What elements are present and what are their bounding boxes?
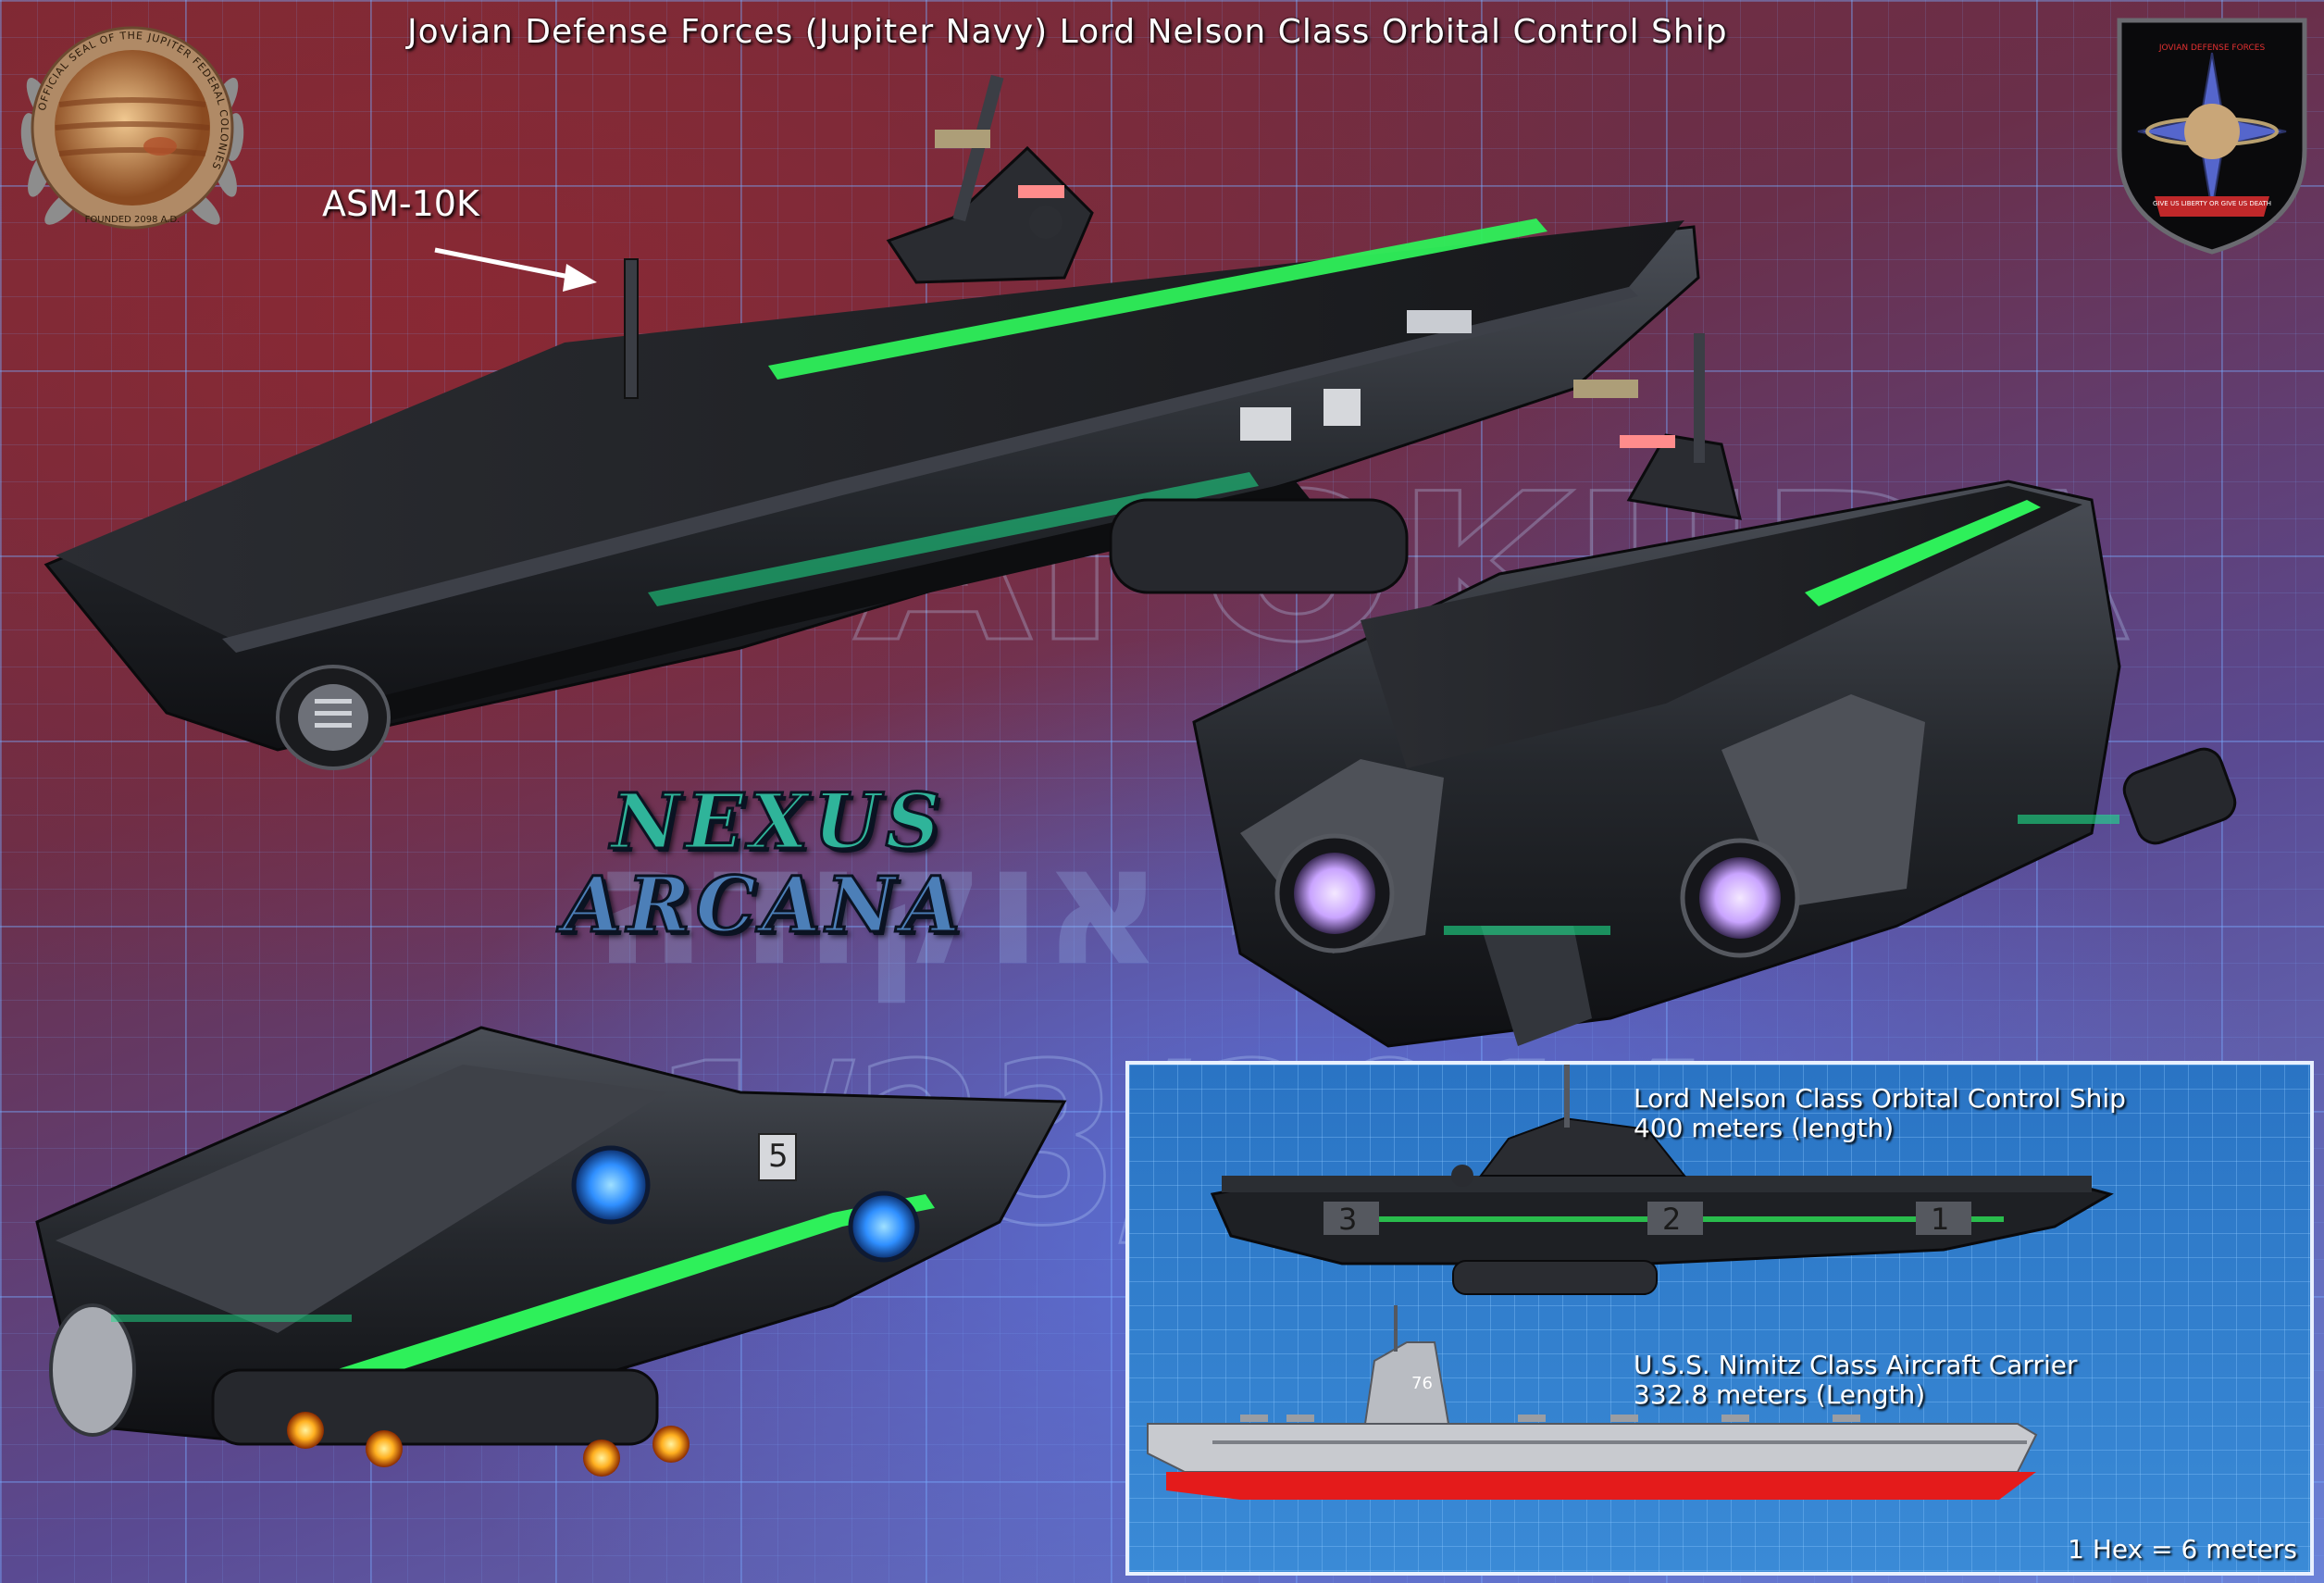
hull-number-2: 2 bbox=[1662, 1202, 1681, 1237]
lord-nelson-profile: 3 2 1 bbox=[1210, 1065, 2114, 1295]
comparison-ship-length: 400 meters (length) bbox=[1634, 1113, 1895, 1143]
logo-line-nexus: NEXUS bbox=[610, 777, 946, 868]
hull-number-1: 1 bbox=[1931, 1202, 1949, 1237]
page-title: Jovian Defense Forces (Jupiter Navy) Lor… bbox=[407, 13, 1728, 51]
hull-number-3: 3 bbox=[1338, 1202, 1357, 1237]
scale-note: 1 Hex = 6 meters bbox=[2068, 1534, 2297, 1564]
comparison-ship-name: Lord Nelson Class Orbital Control Ship bbox=[1634, 1083, 2126, 1114]
ship-hull-number: 5 bbox=[768, 1138, 789, 1175]
jdf-emblem: JOVIAN DEFENSE FORCES GIVE US LIBERTY OR… bbox=[2117, 18, 2307, 255]
callout-arrow bbox=[434, 247, 597, 292]
planet-icon bbox=[2184, 104, 2240, 159]
callout-label-asm: ASM-10K bbox=[322, 183, 479, 224]
nimitz-hull-number: 76 bbox=[1411, 1374, 1433, 1393]
jupiter-icon bbox=[55, 50, 210, 206]
comparison-graphics: 3 2 1 76 bbox=[1147, 1065, 2114, 1500]
nexus-arcana-logo: NEXUS ARCANA bbox=[555, 777, 1111, 954]
logo-line-arcana: ARCANA bbox=[561, 860, 966, 952]
emblem-motto: GIVE US LIBERTY OR GIVE US DEATH bbox=[2153, 200, 2271, 207]
ship-top-view bbox=[43, 74, 1700, 770]
ship-belly-view: 5 bbox=[35, 1026, 1067, 1477]
emblem-top-text: JOVIAN DEFENSE FORCES bbox=[2158, 44, 2266, 53]
comparison-nimitz-length: 332.8 meters (Length) bbox=[1634, 1379, 1926, 1410]
seal-founded-text: FOUNDED 2098 A.D. bbox=[85, 215, 180, 225]
size-comparison-panel: 3 2 1 76 Lord Nelson Class Orbital bbox=[1125, 1061, 2314, 1576]
comparison-nimitz-name: U.S.S. Nimitz Class Aircraft Carrier bbox=[1634, 1350, 2078, 1380]
seal-emblem: OFFICIAL SEAL OF THE JUPITER FEDERAL COL… bbox=[20, 26, 244, 230]
nimitz-profile: 76 bbox=[1147, 1305, 2038, 1500]
ship-rear-view bbox=[1192, 333, 2237, 1048]
